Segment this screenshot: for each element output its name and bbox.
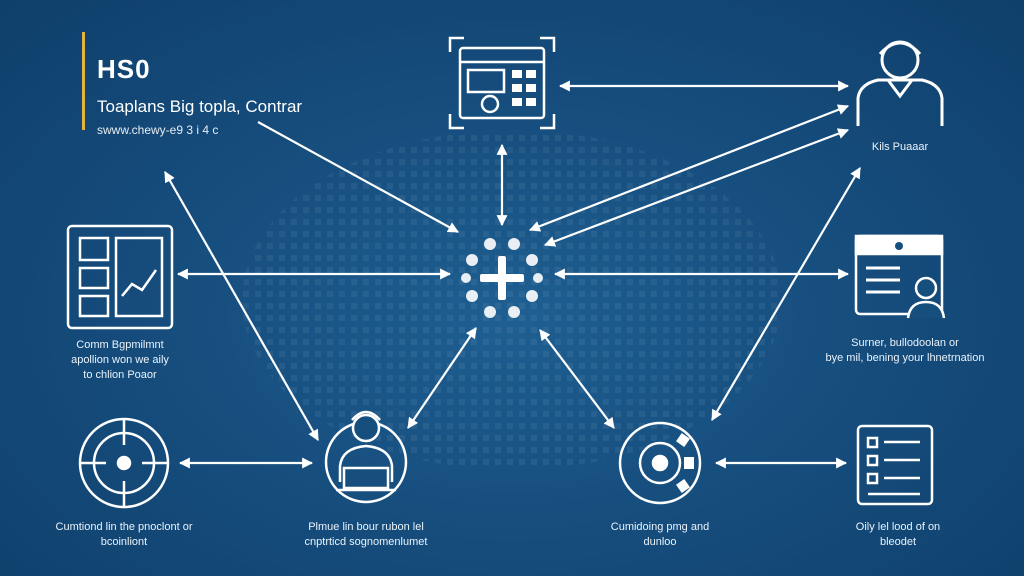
bottom-mid-worker-label: Plmue lin bour rubon lel cnptrticd sogno… [280, 520, 452, 550]
top-right-person-label: Kils Puaaar [871, 141, 929, 153]
profile-card-icon [854, 234, 946, 319]
bottom-right-gear-label-line-2: dunloo [643, 536, 677, 548]
worker-avatar-icon [856, 40, 944, 126]
connector-hub-worker [407, 327, 477, 429]
bottom-left-target-label-line-1: Cumtiond lin the pnoclont or [55, 521, 193, 533]
right-profile-label-line-2: bye mil, bening your lhnetrnation [825, 352, 985, 364]
left-dashboard-label-line-1: Comm Bgpmilmnt [76, 339, 164, 351]
right-profile-label: Surner, bullodoolan or bye mil, bening y… [800, 336, 1010, 366]
connector-gear-person [711, 167, 861, 421]
bottom-right-gear-label-line-1: Cumidoing pmg and [610, 521, 710, 533]
bottom-right-checklist-label: Oily lel lood of on bleodet [838, 520, 958, 550]
left-dashboard-label: Comm Bgpmilmnt apollion won we aily to c… [40, 338, 200, 383]
title-block: HS0 Toaplans Big topla, Contrar swww.che… [82, 32, 303, 137]
hub-icon [461, 238, 543, 318]
subtitle: Toaplans Big topla, Contrar [97, 97, 303, 116]
right-profile-label-line-1: Surner, bullodoolan or [851, 337, 959, 349]
connector-hub-person-b [543, 128, 850, 247]
connector-title-hub [257, 121, 459, 233]
left-dashboard-label-line-2: apollion won we aily [71, 354, 169, 366]
bottom-left-target-label: Cumtiond lin the pnoclont or bcoinliont [34, 520, 214, 550]
dashboard-icon [448, 36, 556, 130]
bottom-right-checklist-label-line-1: Oily lel lood of on [855, 521, 941, 533]
bottom-mid-worker-label-line-1: Plmue lin bour rubon lel [308, 521, 424, 533]
connectors [164, 80, 861, 469]
left-dashboard-label-line-3: to chlion Poaor [83, 369, 157, 381]
background-globe [242, 130, 782, 470]
bottom-left-target-label-line-2: bcoinliont [100, 536, 148, 548]
bottom-right-gear-label: Cumidoing pmg and dunloo [588, 520, 732, 550]
gear-icon [618, 421, 702, 505]
checklist-icon [856, 424, 934, 506]
logo-text: HS0 [97, 54, 151, 84]
bottom-right-checklist-label-line-2: bleodet [879, 536, 917, 548]
connector-title-worker [164, 171, 319, 441]
connector-hub-gear [539, 329, 615, 429]
tagline: swww.chewy-e9 3 i 4 c [97, 123, 219, 137]
worker-laptop-icon [324, 410, 408, 504]
target-icon [78, 417, 170, 509]
bottom-mid-worker-label-line-2: cnptrticd sognomenlumet [304, 536, 428, 548]
chart-dashboard-icon [66, 224, 174, 330]
